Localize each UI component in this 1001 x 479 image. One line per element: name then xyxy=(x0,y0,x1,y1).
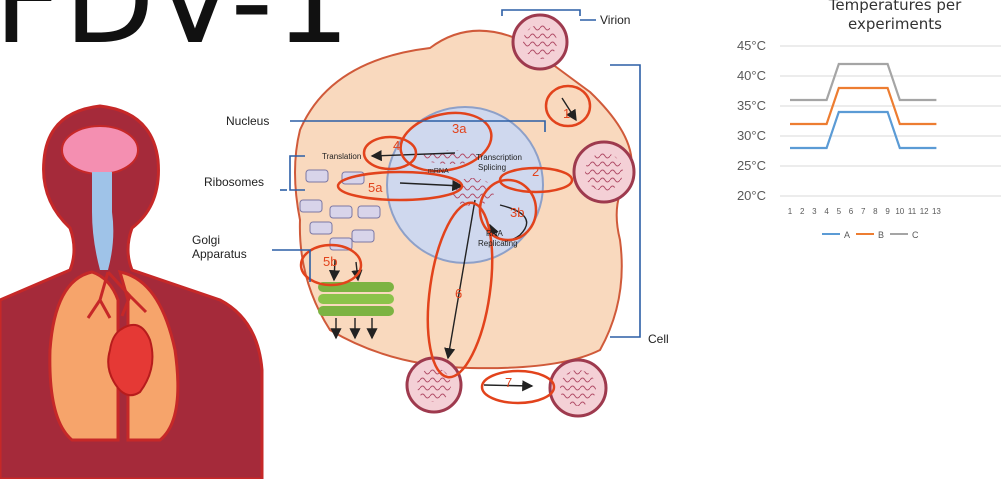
step-3b: 3b xyxy=(510,205,524,220)
label-rna-1: RNA xyxy=(486,229,504,238)
label-mrna: mRNA xyxy=(428,168,449,175)
label-rna-2: Replicating xyxy=(478,239,518,248)
x-tick-label: 5 xyxy=(837,207,842,216)
x-tick-label: 8 xyxy=(873,207,878,216)
label-nucleus: Nucleus xyxy=(226,114,269,128)
human-body-illustration xyxy=(0,106,262,479)
step-5b: 5b xyxy=(323,254,337,269)
label-cell: Cell xyxy=(648,332,669,346)
x-tick-label: 11 xyxy=(908,207,917,216)
x-tick-label: 7 xyxy=(861,207,866,216)
step-7: 7 xyxy=(505,375,512,390)
label-virion: Virion xyxy=(600,13,630,27)
x-tick-label: 1 xyxy=(788,207,793,216)
y-tick-label: 40°C xyxy=(737,68,766,83)
virus-replication-diagram: 1 2 3a 3b 4 5a 5b 6 7 Virion Nucleus Rib… xyxy=(192,10,669,416)
x-tick-label: 6 xyxy=(849,207,854,216)
y-tick-label: 45°C xyxy=(737,38,766,53)
legend-label-C: C xyxy=(912,230,919,240)
legend-label-B: B xyxy=(878,230,884,240)
x-tick-label: 10 xyxy=(895,207,904,216)
virion-top xyxy=(513,15,567,69)
series-line-A xyxy=(790,112,936,148)
label-transcription: Transcription xyxy=(476,153,522,162)
y-tick-label: 20°C xyxy=(737,188,766,203)
label-golgi-2: Apparatus xyxy=(192,247,247,261)
brain xyxy=(62,126,138,174)
x-tick-label: 4 xyxy=(824,207,829,216)
virion-right xyxy=(574,142,634,202)
label-splicing: Splicing xyxy=(478,163,506,172)
step-6: 6 xyxy=(455,286,462,301)
step-5a: 5a xyxy=(368,180,383,195)
y-tick-label: 25°C xyxy=(737,158,766,173)
x-tick-label: 13 xyxy=(932,207,941,216)
y-tick-label: 30°C xyxy=(737,128,766,143)
golgi-apparatus xyxy=(318,282,394,316)
label-golgi-1: Golgi xyxy=(192,233,220,247)
x-tick-label: 9 xyxy=(885,207,890,216)
heart xyxy=(108,325,152,395)
virion-bottom xyxy=(407,358,461,412)
x-tick-label: 3 xyxy=(812,207,817,216)
x-tick-label: 12 xyxy=(920,207,929,216)
step-3a: 3a xyxy=(452,121,467,136)
y-tick-label: 35°C xyxy=(737,98,766,113)
step-1: 1 xyxy=(563,106,570,121)
label-ribosomes: Ribosomes xyxy=(204,175,264,189)
legend-label-A: A xyxy=(844,230,850,240)
series-line-C xyxy=(790,64,936,100)
label-translation: Translation xyxy=(322,152,361,161)
step-4: 4 xyxy=(393,138,400,153)
virion-free xyxy=(550,360,606,416)
x-tick-label: 2 xyxy=(800,207,805,216)
step-2: 2 xyxy=(532,164,539,179)
